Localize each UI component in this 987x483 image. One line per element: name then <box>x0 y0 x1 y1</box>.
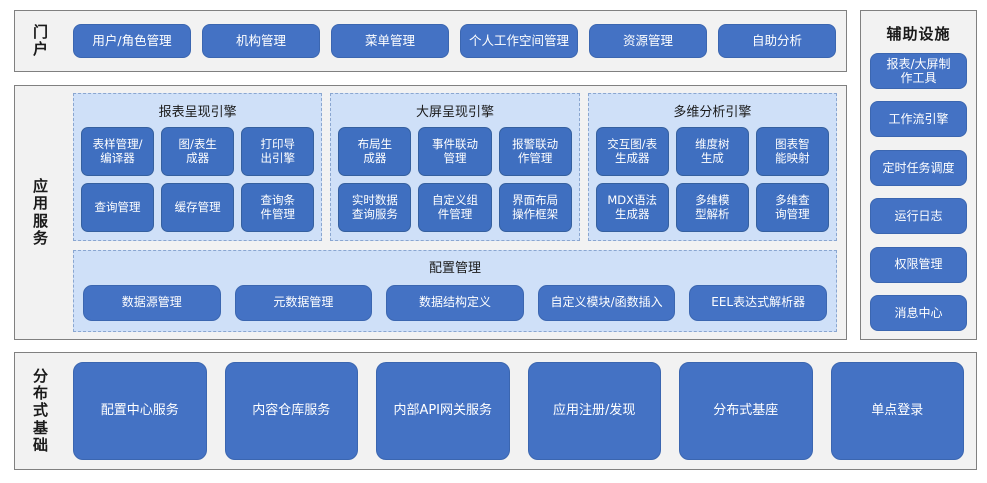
report-engine-grid: 表样管理/ 编译器 图/表生 成器 打印导 出引擎 查询管理 缓存管理 查询条 … <box>81 127 315 232</box>
screen-engine-button-realtime-data-query-service[interactable]: 实时数据 查询服务 <box>338 183 412 232</box>
auxiliary-list: 报表/大屏制 作工具 工作流引擎 定时任务调度 运行日志 权限管理 消息中心 <box>870 53 967 331</box>
aux-button-runtime-log[interactable]: 运行日志 <box>870 198 967 235</box>
screen-engine-button-event-linkage-management[interactable]: 事件联动 管理 <box>418 127 492 176</box>
application-services-body: 报表呈现引擎 表样管理/ 编译器 图/表生 成器 打印导 出引擎 查询管理 缓存… <box>73 93 837 332</box>
aux-button-scheduled-task[interactable]: 定时任务调度 <box>870 149 967 186</box>
aux-button-report-screen-tool[interactable]: 报表/大屏制 作工具 <box>870 53 967 89</box>
portal-button-personal-workspace[interactable]: 个人工作空间管理 <box>460 24 578 58</box>
configuration-management-title: 配置管理 <box>428 261 481 276</box>
base-button-internal-api-gateway-service[interactable]: 内部API网关服务 <box>376 362 510 460</box>
large-screen-rendering-engine: 大屏呈现引擎 布局生 成器 事件联动 管理 报警联动 作管理 实时数据 查询服务… <box>330 93 580 241</box>
application-services-section: 应用服务 报表呈现引擎 表样管理/ 编译器 图/表生 成器 打印导 出引擎 查询… <box>14 85 847 340</box>
portal-button-org[interactable]: 机构管理 <box>202 24 320 58</box>
portal-band-label: 门户 <box>15 11 67 71</box>
portal-band-label-text: 门户 <box>32 22 49 58</box>
portal-button-menu[interactable]: 菜单管理 <box>331 24 449 58</box>
report-engine-button-print-export-engine[interactable]: 打印导 出引擎 <box>241 127 315 176</box>
portal-button-self-service-analysis[interactable]: 自助分析 <box>718 24 836 58</box>
olap-engine-grid: 交互图/表 生成器 维度树 生成 图表智 能映射 MDX语法 生成器 多维模 型… <box>595 127 829 232</box>
screen-engine-button-ui-layout-framework[interactable]: 界面布局 操作框架 <box>498 183 572 232</box>
base-button-distributed-base[interactable]: 分布式基座 <box>679 362 813 460</box>
multidimensional-analysis-engine: 多维分析引擎 交互图/表 生成器 维度树 生成 图表智 能映射 MDX语法 生成… <box>587 93 837 241</box>
app-services-band-label: 应用服务 <box>15 86 67 339</box>
engines-row: 报表呈现引擎 表样管理/ 编译器 图/表生 成器 打印导 出引擎 查询管理 缓存… <box>73 93 837 241</box>
aux-button-permission-management[interactable]: 权限管理 <box>870 246 967 283</box>
portal-button-user-role[interactable]: 用户/角色管理 <box>73 24 191 58</box>
olap-engine-button-mdx-syntax-generator[interactable]: MDX语法 生成器 <box>595 183 669 232</box>
olap-engine-button-chart-smart-mapping[interactable]: 图表智 能映射 <box>755 127 829 176</box>
base-button-row: 配置中心服务 内容仓库服务 内部API网关服务 应用注册/发现 分布式基座 单点… <box>73 362 964 460</box>
screen-engine-button-layout-generator[interactable]: 布局生 成器 <box>338 127 412 176</box>
screen-engine-title: 大屏呈现引擎 <box>415 105 494 120</box>
olap-engine-button-dimension-tree-generation[interactable]: 维度树 生成 <box>675 127 749 176</box>
base-button-config-center-service[interactable]: 配置中心服务 <box>73 362 207 460</box>
report-rendering-engine: 报表呈现引擎 表样管理/ 编译器 图/表生 成器 打印导 出引擎 查询管理 缓存… <box>73 93 323 241</box>
olap-engine-button-multidim-query-management[interactable]: 多维查 询管理 <box>755 183 829 232</box>
report-engine-button-template-compiler[interactable]: 表样管理/ 编译器 <box>81 127 155 176</box>
aux-button-workflow-engine[interactable]: 工作流引擎 <box>870 101 967 138</box>
config-button-custom-module-function-insert[interactable]: 自定义模块/函数插入 <box>537 284 676 321</box>
portal-button-resource[interactable]: 资源管理 <box>589 24 707 58</box>
app-services-band-label-text: 应用服务 <box>32 177 49 247</box>
base-button-app-registration-discovery[interactable]: 应用注册/发现 <box>527 362 661 460</box>
aux-button-message-center[interactable]: 消息中心 <box>870 294 967 331</box>
configuration-management-row: 数据源管理 元数据管理 数据结构定义 自定义模块/函数插入 EEL表达式解析器 <box>83 282 827 323</box>
distributed-foundation-section: 分布式基础 配置中心服务 内容仓库服务 内部API网关服务 应用注册/发现 分布… <box>14 352 977 470</box>
base-band-label-text: 分布式基础 <box>32 366 49 454</box>
config-button-metadata-management[interactable]: 元数据管理 <box>234 284 373 321</box>
config-button-data-structure-definition[interactable]: 数据结构定义 <box>386 284 524 321</box>
olap-engine-button-interactive-chart-generator[interactable]: 交互图/表 生成器 <box>595 127 669 176</box>
base-button-single-sign-on[interactable]: 单点登录 <box>830 362 964 460</box>
portal-section: 门户 用户/角色管理 机构管理 菜单管理 个人工作空间管理 资源管理 自助分析 <box>14 10 847 72</box>
portal-button-row: 用户/角色管理 机构管理 菜单管理 个人工作空间管理 资源管理 自助分析 <box>73 11 836 71</box>
olap-engine-title: 多维分析引擎 <box>673 105 752 120</box>
report-engine-button-query-management[interactable]: 查询管理 <box>81 183 155 232</box>
screen-engine-button-alarm-action-management[interactable]: 报警联动 作管理 <box>498 127 572 176</box>
base-button-content-repository-service[interactable]: 内容仓库服务 <box>224 362 358 460</box>
screen-engine-grid: 布局生 成器 事件联动 管理 报警联动 作管理 实时数据 查询服务 自定义组 件… <box>338 127 572 232</box>
config-button-datasource-management[interactable]: 数据源管理 <box>83 284 221 321</box>
report-engine-title: 报表呈现引擎 <box>158 105 237 120</box>
config-button-eel-expression-parser[interactable]: EEL表达式解析器 <box>689 284 827 321</box>
report-engine-button-query-condition-management[interactable]: 查询条 件管理 <box>241 183 315 232</box>
olap-engine-button-multidim-model-parsing[interactable]: 多维模 型解析 <box>675 183 749 232</box>
base-band-label: 分布式基础 <box>15 353 67 469</box>
auxiliary-facilities-section: 辅助设施 报表/大屏制 作工具 工作流引擎 定时任务调度 运行日志 权限管理 消… <box>860 10 977 340</box>
auxiliary-title: 辅助设施 <box>886 25 951 43</box>
report-engine-button-chart-table-generator[interactable]: 图/表生 成器 <box>161 127 235 176</box>
configuration-management-group: 配置管理 数据源管理 元数据管理 数据结构定义 自定义模块/函数插入 EEL表达… <box>73 250 837 332</box>
report-engine-button-cache-management[interactable]: 缓存管理 <box>161 183 235 232</box>
screen-engine-button-custom-component-management[interactable]: 自定义组 件管理 <box>418 183 492 232</box>
